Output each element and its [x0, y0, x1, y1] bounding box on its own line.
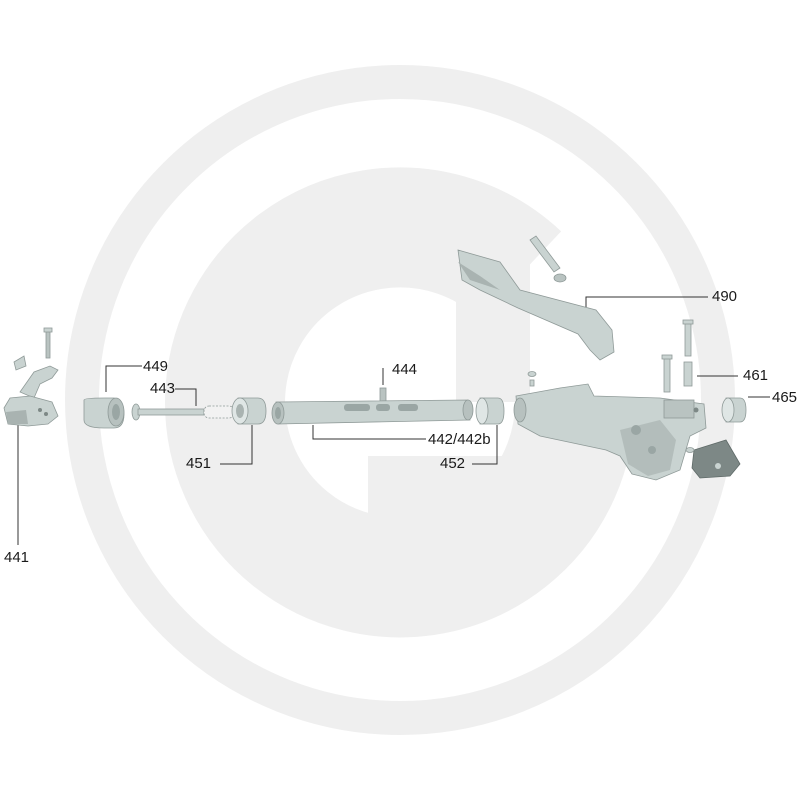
- leader-443: [175, 388, 197, 406]
- callout-465: 465: [772, 389, 798, 406]
- leader-451: [220, 425, 253, 465]
- callout-451: 451: [186, 455, 212, 472]
- leader-449: [105, 365, 142, 392]
- part-main-housing: [513, 383, 707, 481]
- part-pins-461: [661, 319, 694, 393]
- callout-461: 461: [743, 367, 769, 384]
- callout-490: 490: [712, 288, 738, 305]
- part-small-washers: [527, 371, 537, 387]
- leader-442: [312, 425, 426, 440]
- part-bolt-444: [379, 387, 387, 403]
- part-hand-lever: [457, 235, 615, 361]
- part-bushing-449: [83, 397, 125, 429]
- part-sleeve-451: [231, 397, 267, 425]
- part-bracket-plate: [685, 439, 741, 479]
- callout-452: 452: [440, 455, 466, 472]
- part-pin-443: [131, 403, 235, 421]
- part-ring-465: [721, 397, 747, 423]
- callout-442-442b: 442/442b: [428, 431, 491, 448]
- leader-452: [472, 425, 498, 465]
- callout-443: 443: [150, 380, 176, 397]
- callout-441: 441: [4, 549, 30, 566]
- callout-444: 444: [392, 361, 418, 378]
- part-sleeve-452: [475, 397, 505, 425]
- leader-lines: [17, 296, 770, 545]
- part-drawbar-tube: [271, 399, 474, 425]
- part-coupling-head: [3, 327, 59, 427]
- callout-449: 449: [143, 358, 169, 375]
